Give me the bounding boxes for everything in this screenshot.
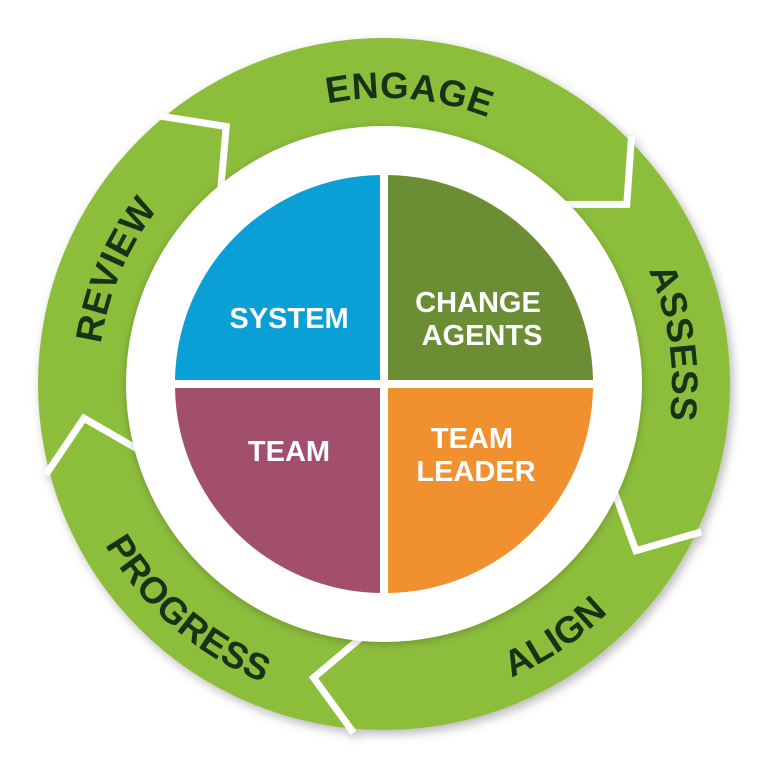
quadrant-team-leader bbox=[388, 388, 593, 593]
ring-seam-chevron bbox=[563, 136, 635, 208]
quadrant-label-change-agents-line: CHANGE bbox=[415, 287, 541, 319]
quadrant-label-team: TEAM bbox=[248, 436, 330, 468]
quadrant-label-change-agents: CHANGE AGENTS bbox=[415, 287, 549, 352]
quadrant-label-team-leader-line: TEAM bbox=[431, 423, 513, 455]
ring-seams bbox=[43, 112, 703, 735]
inner-disc bbox=[126, 126, 642, 642]
quadrant-label-team-leader-line: LEADER bbox=[416, 456, 535, 488]
quadrant-change-agents bbox=[388, 175, 593, 380]
ring-seam-chevron bbox=[308, 634, 365, 735]
ring-seam-chevron bbox=[158, 112, 230, 190]
quadrant-system bbox=[175, 175, 380, 380]
quadrant-label-system: SYSTEM bbox=[229, 303, 348, 335]
quadrant-label-change-agents-line: AGENTS bbox=[422, 320, 543, 352]
quadrant-label-team-line: TEAM bbox=[248, 436, 330, 468]
quadrant-label-team-leader: TEAM LEADER bbox=[416, 423, 535, 488]
quadrant-team bbox=[175, 388, 380, 593]
quadrant-label-system-line: SYSTEM bbox=[229, 303, 348, 335]
quadrant-pie: SYSTEM CHANGE AGENTS TEAM TEAM LEADER bbox=[175, 175, 593, 593]
ring-seam-chevron bbox=[610, 490, 703, 555]
ring-seam-chevron bbox=[43, 413, 141, 477]
